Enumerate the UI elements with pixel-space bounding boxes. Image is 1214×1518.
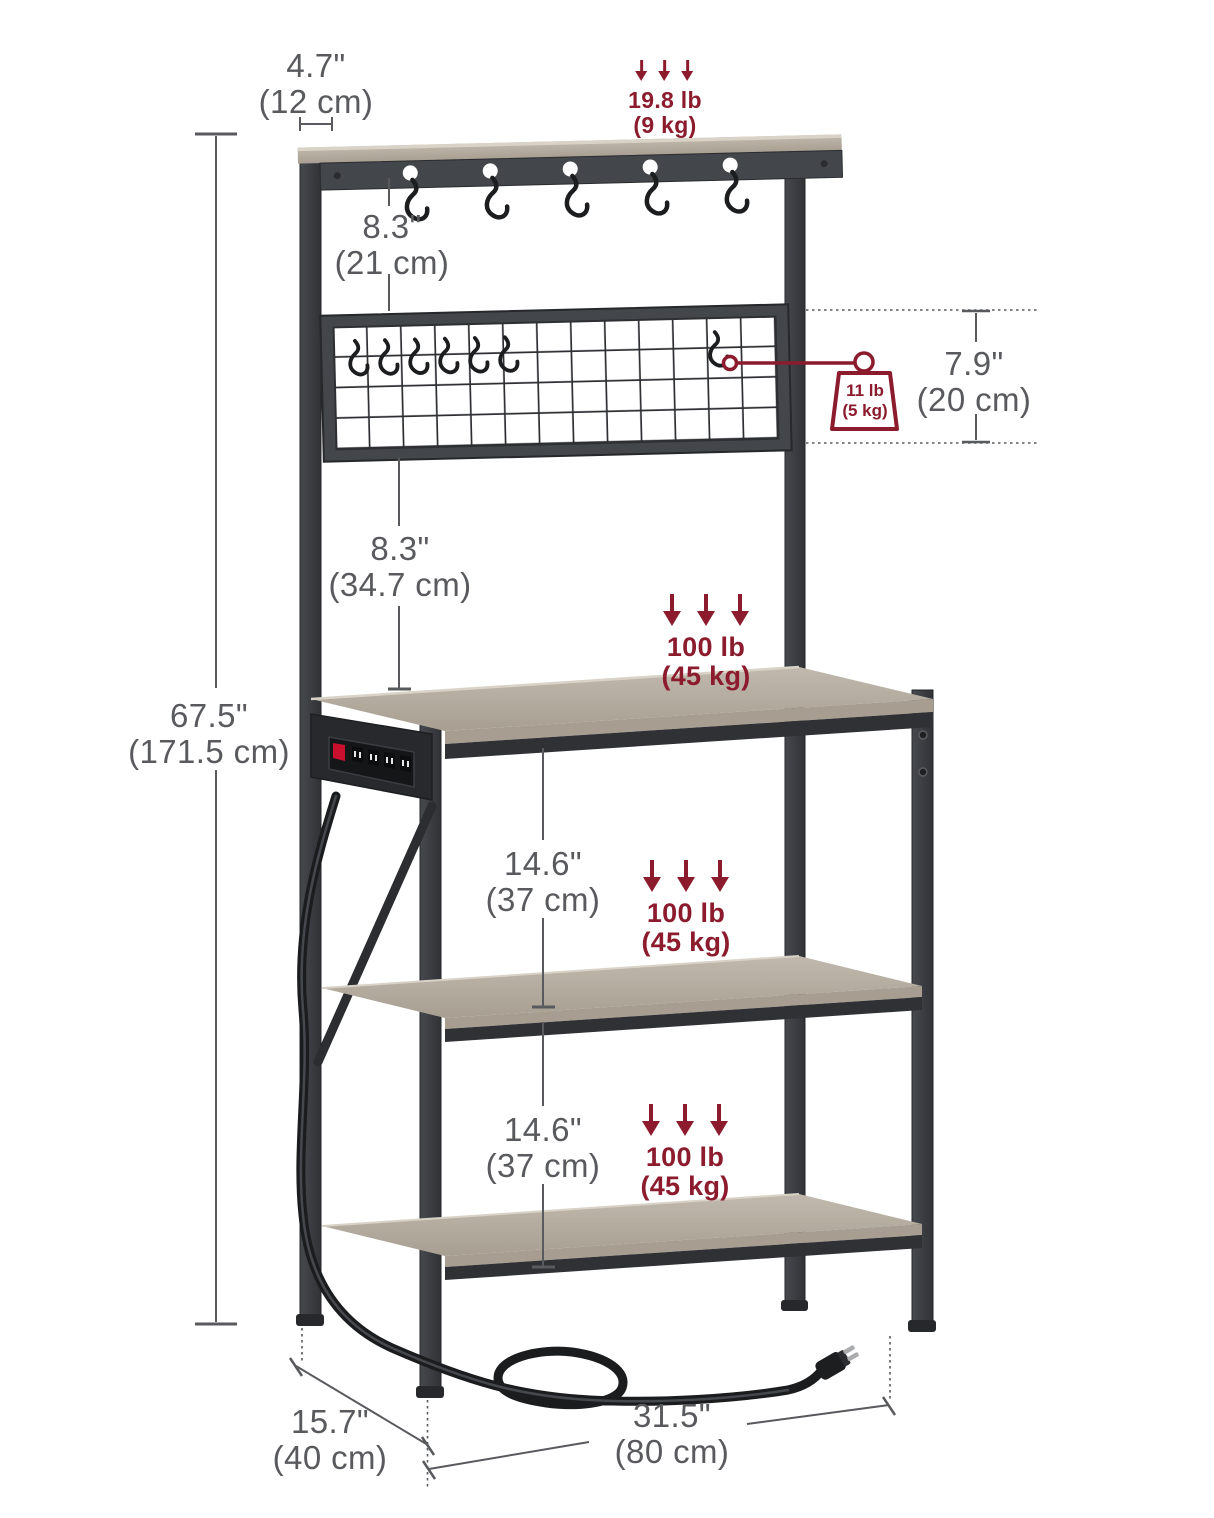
shelf-load-middle-pounds: 100 lb xyxy=(646,898,726,928)
hook-load-tag-label: 11 lb (5 kg) xyxy=(842,381,887,421)
dim-depth-inches: 15.7" xyxy=(291,1403,369,1440)
top-load-label: 19.8 lb (9 kg) xyxy=(628,60,702,138)
dim-shelf-gap1-label: 14.6" (37 cm) xyxy=(486,846,601,918)
power-strip-panel xyxy=(310,713,433,801)
dim-width-label: 31.5" (80 cm) xyxy=(615,1398,730,1470)
dim-grid-height-inches: 7.9" xyxy=(944,345,1004,382)
dim-grid-height-metric: (20 cm) xyxy=(916,381,1032,418)
dim-upper-clearance-line xyxy=(388,458,411,691)
dim-top-width-label: 4.7" (12 cm) xyxy=(259,48,374,120)
dim-hook-height-label: 8.3" (21 cm) xyxy=(335,209,450,281)
load-arrows-icon xyxy=(634,1104,736,1136)
middle-shelf xyxy=(321,955,922,1042)
dim-width-inches: 31.5" xyxy=(633,1397,711,1434)
dim-top-width-metric: (12 cm) xyxy=(258,83,374,120)
dim-total-height-inches: 67.5" xyxy=(170,697,248,734)
dim-grid-height-label: 7.9" (20 cm) xyxy=(917,346,1032,418)
shelf-load-top-metric: (45 kg) xyxy=(661,661,751,691)
dim-upper-clearance-label: 8.3" (34.7 cm) xyxy=(329,531,472,603)
dim-upper-clearance-metric: (34.7 cm) xyxy=(328,566,472,603)
dim-grid-height-line xyxy=(806,309,1040,444)
shelf-load-middle-label: 100 lb (45 kg) xyxy=(635,860,737,957)
hook-load-pounds: 11 lb xyxy=(846,381,884,400)
shelf-load-top-pounds: 100 lb xyxy=(666,632,746,662)
hook-load-callout xyxy=(721,351,899,431)
dim-shelf-gap1-inches: 14.6" xyxy=(504,845,582,882)
dim-width-line xyxy=(421,1336,897,1490)
shelf-load-top-label: 100 lb (45 kg) xyxy=(655,594,757,691)
power-cord xyxy=(296,791,859,1410)
dim-shelf-gap2-metric: (37 cm) xyxy=(485,1147,601,1184)
main-counter-shelf xyxy=(310,665,933,759)
dim-depth-metric: (40 cm) xyxy=(272,1439,388,1476)
dimension-lines xyxy=(195,117,1040,1490)
plug-icon xyxy=(815,1345,859,1380)
hook-load-metric: (5 kg) xyxy=(842,401,888,420)
dim-total-height-metric: (171.5 cm) xyxy=(128,733,290,770)
tag-hook-loop-icon xyxy=(853,351,875,373)
load-arrows-icon xyxy=(628,60,702,81)
top-board xyxy=(297,134,844,222)
dim-top-width-inches: 4.7" xyxy=(286,47,346,84)
top-load-metric: (9 kg) xyxy=(633,112,697,138)
dim-shelf-gap2-line xyxy=(532,1022,555,1269)
dim-shelf-gap2-inches: 14.6" xyxy=(504,1111,582,1148)
dim-total-height-label: 67.5" (171.5 cm) xyxy=(128,698,290,770)
shelf-load-middle-metric: (45 kg) xyxy=(641,927,731,957)
dim-depth-line xyxy=(288,1328,436,1456)
dim-total-height-line xyxy=(195,132,237,1326)
dim-top-width-line xyxy=(299,117,333,131)
shelf-load-bottom-pounds: 100 lb xyxy=(645,1142,725,1172)
outlet-icons xyxy=(352,746,411,772)
dim-shelf-gap1-line xyxy=(532,748,555,1009)
dim-hook-height-metric: (21 cm) xyxy=(334,244,450,281)
hook-holes xyxy=(402,157,738,181)
dim-upper-clearance-inches: 8.3" xyxy=(370,530,430,567)
shelf-load-bottom-metric: (45 kg) xyxy=(640,1171,730,1201)
bottom-shelf xyxy=(321,1193,922,1280)
diagonal-brace xyxy=(313,801,437,1067)
load-arrows-icon xyxy=(635,860,737,892)
dim-depth-label: 15.7" (40 cm) xyxy=(273,1404,388,1476)
shelf-load-bottom-label: 100 lb (45 kg) xyxy=(634,1104,736,1201)
dim-shelf-gap1-metric: (37 cm) xyxy=(485,881,601,918)
dim-width-metric: (80 cm) xyxy=(614,1433,730,1470)
weight-tag-icon xyxy=(830,371,899,431)
power-switch-icon xyxy=(333,743,345,761)
mesh-panel xyxy=(319,303,793,463)
top-load-pounds: 19.8 lb xyxy=(628,87,702,113)
dim-shelf-gap2-label: 14.6" (37 cm) xyxy=(486,1112,601,1184)
dim-hook-height-inches: 8.3" xyxy=(362,208,422,245)
load-arrows-icon xyxy=(655,594,757,626)
